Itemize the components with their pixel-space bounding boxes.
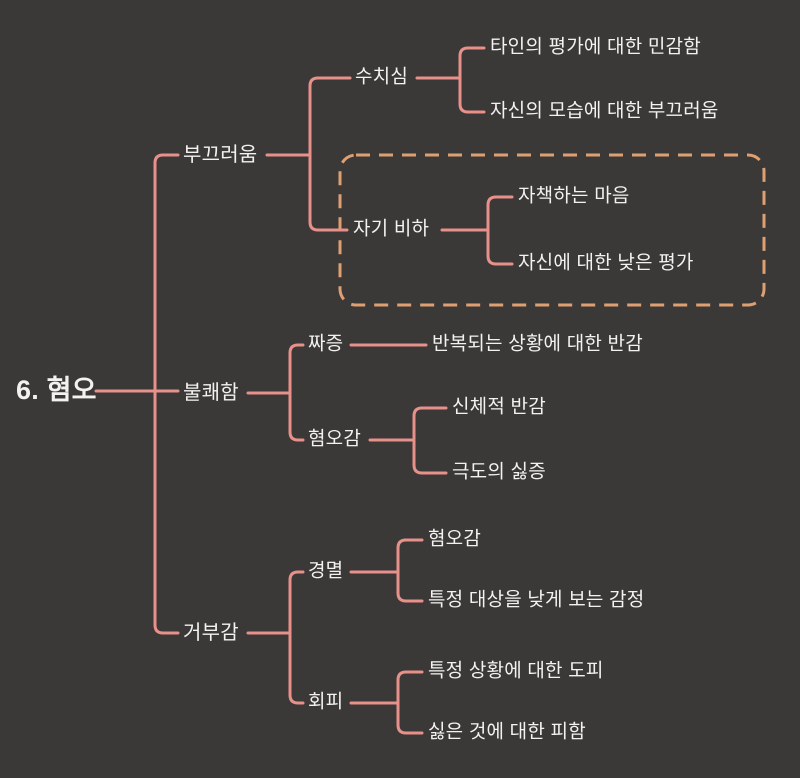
node-self-deprecation: 자기 비하 — [353, 218, 430, 240]
node-contempt-disgust: 혐오감 — [428, 528, 482, 550]
node-physical-aversion: 신체적 반감 — [452, 396, 546, 418]
node-avoiding-dislikes: 싫은 것에 대한 피함 — [428, 721, 586, 743]
connector-avoidance — [349, 670, 424, 735]
connector-disgust — [368, 406, 448, 475]
node-sensitivity-to-evaluation: 타인의 평가에 대한 민감함 — [490, 36, 701, 58]
connector-shame — [265, 76, 352, 232]
node-displeasure: 불쾌함 — [183, 382, 239, 404]
node-low-self-evaluation: 자신에 대한 낮은 평가 — [518, 252, 694, 274]
node-irritation: 짜증 — [308, 333, 344, 355]
node-rejection: 거부감 — [183, 622, 239, 644]
node-root: 6. 혐오 — [16, 374, 97, 405]
node-shamefulness: 수치심 — [355, 66, 409, 88]
node-aversion-to-repetition: 반복되는 상황에 대한 반감 — [432, 333, 643, 355]
node-contempt: 경멸 — [308, 560, 344, 582]
connector-displeasure — [246, 343, 305, 442]
node-avoidance: 회피 — [308, 691, 344, 713]
connector-shamefulness — [415, 46, 486, 114]
node-shame: 부끄러움 — [183, 144, 258, 166]
node-extreme-weariness: 극도의 싫증 — [452, 461, 546, 483]
connector-rejection — [246, 570, 305, 705]
connector-root-trunk — [153, 153, 180, 635]
node-escape-from-situations: 특정 상황에 대한 도피 — [428, 660, 604, 682]
connector-self-deprecation — [440, 195, 514, 266]
connector-contempt — [349, 538, 424, 603]
node-disgust: 혐오감 — [308, 428, 362, 450]
node-looking-down-feeling: 특정 대상을 낮게 보는 감정 — [428, 589, 645, 611]
node-embarrassment-of-self: 자신의 모습에 대한 부끄러움 — [490, 100, 719, 122]
node-self-blame: 자책하는 마음 — [518, 185, 630, 207]
